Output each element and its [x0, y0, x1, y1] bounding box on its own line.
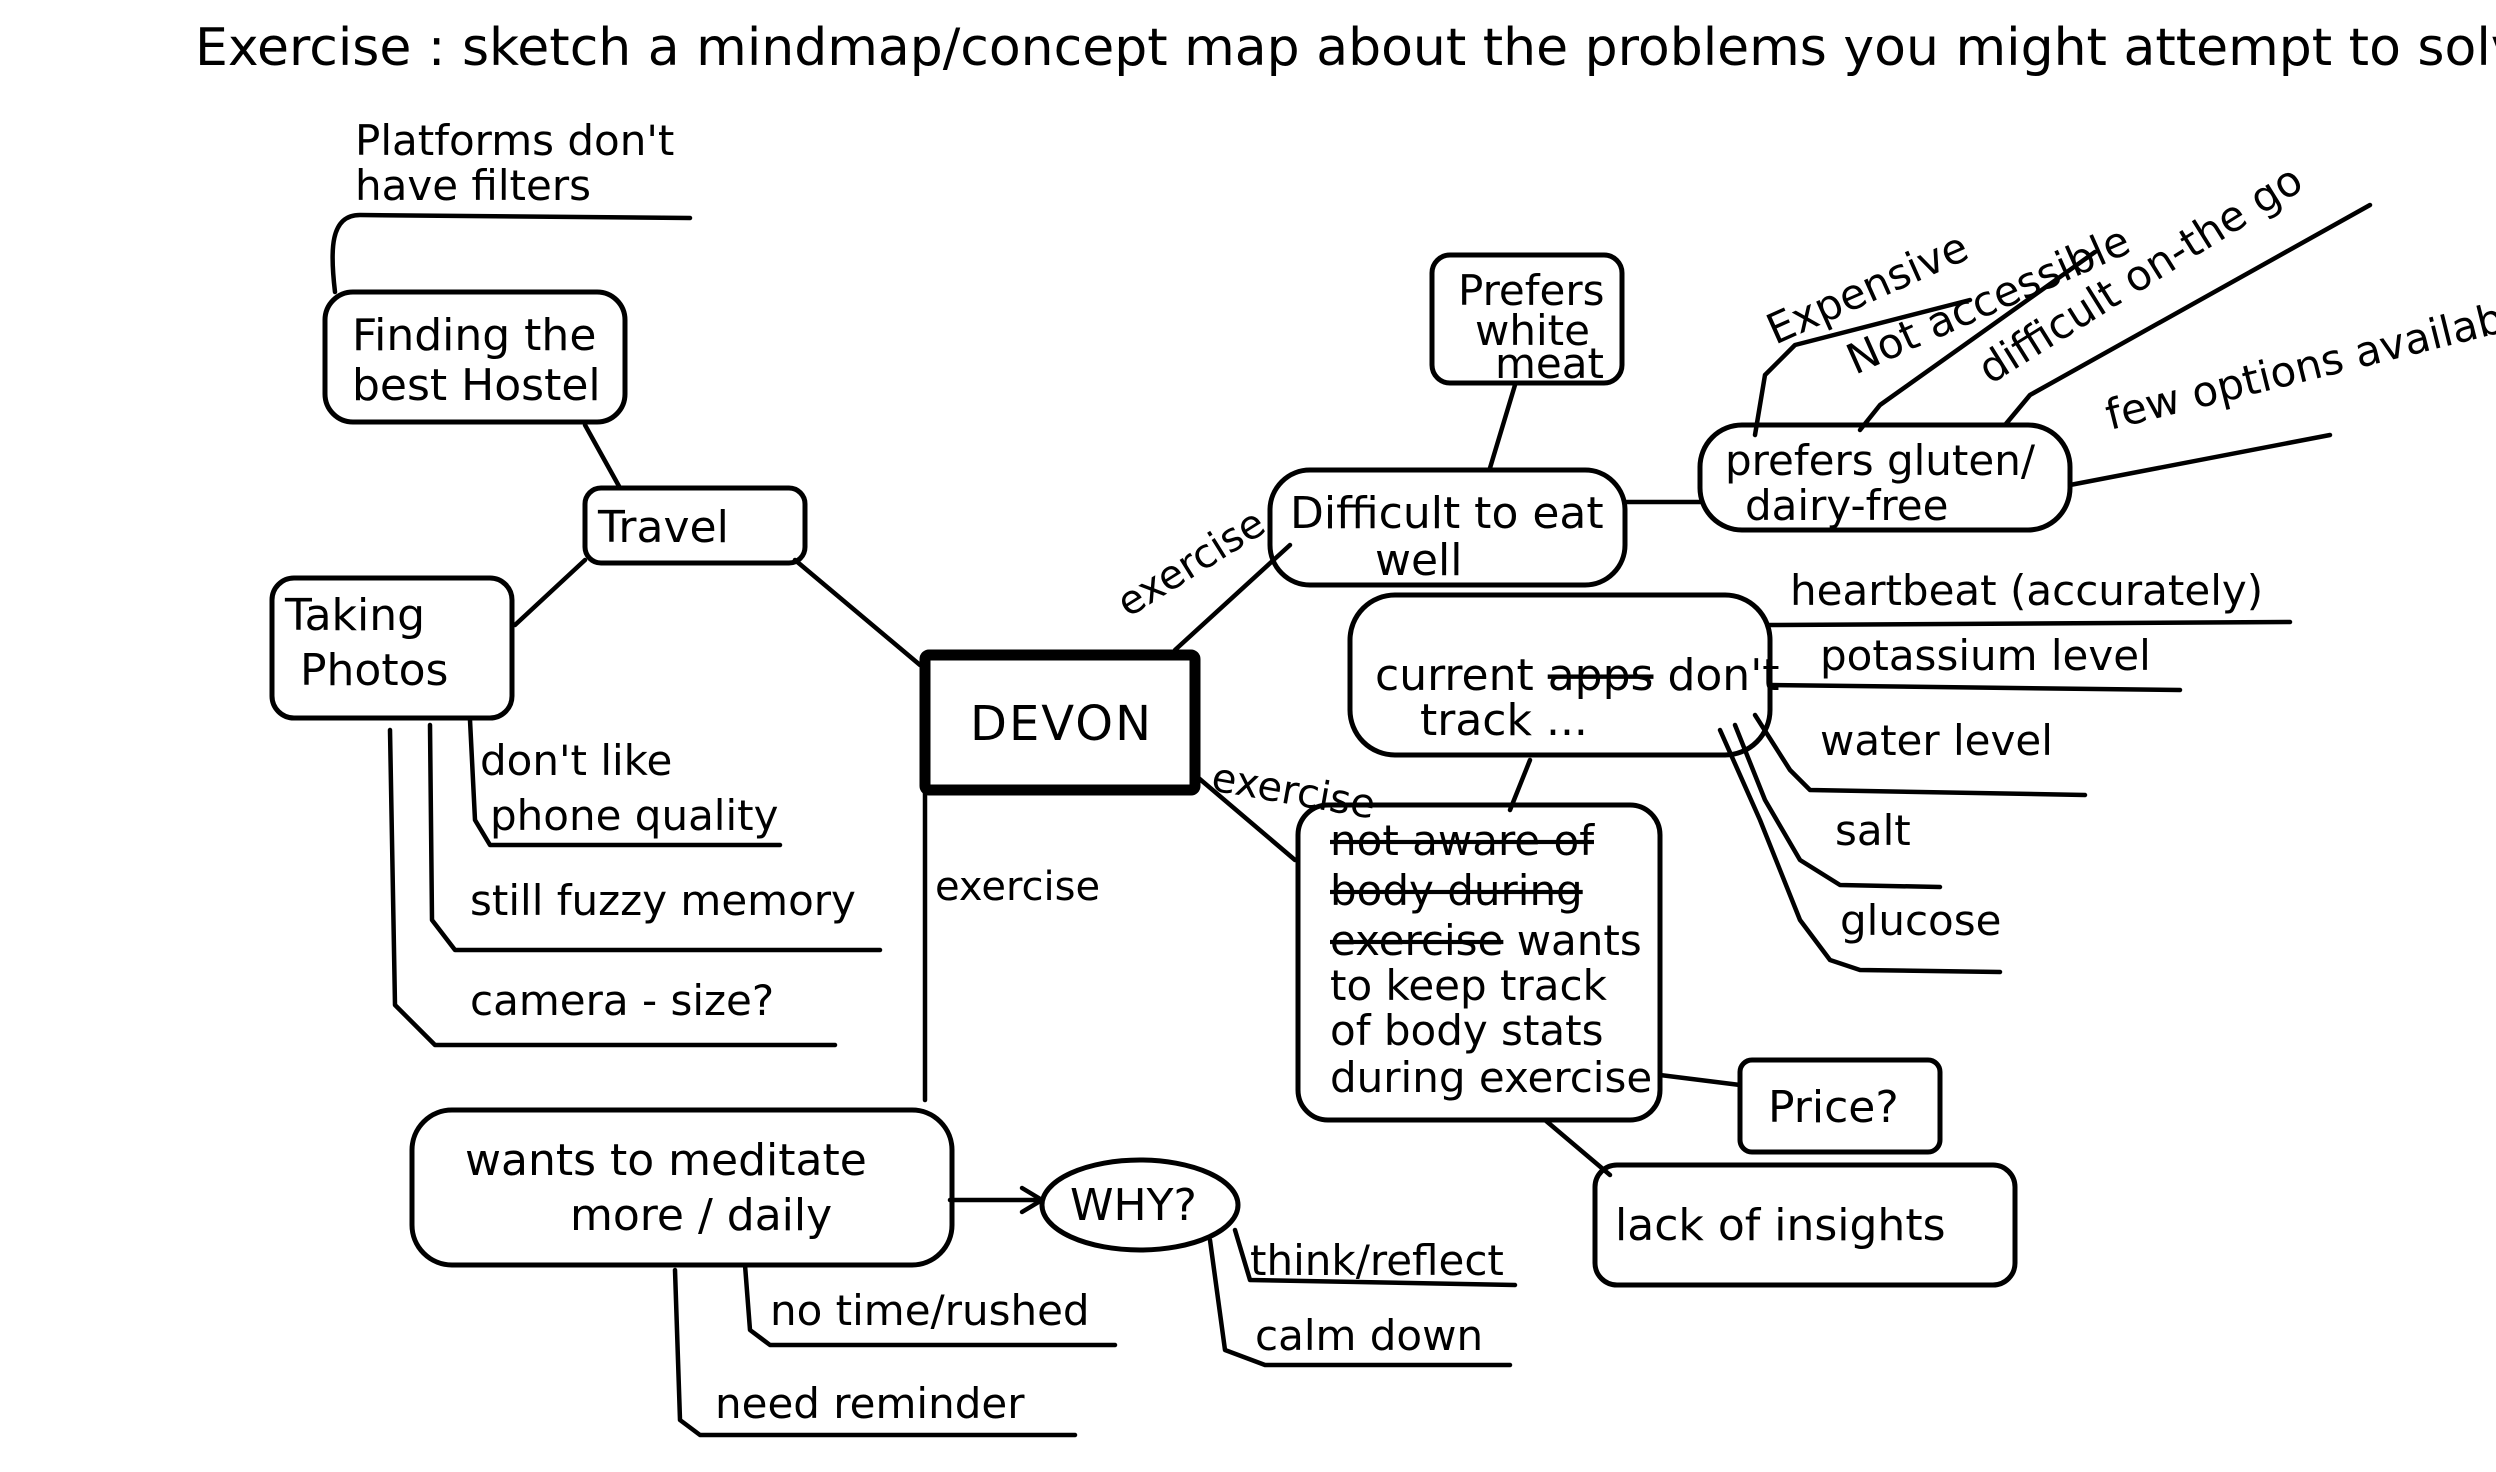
meditate-issue-reminder: need reminder: [715, 1379, 1025, 1428]
track-item-salt: salt: [1835, 806, 1911, 855]
photo-issue-fuzzy: still fuzzy memory: [470, 876, 856, 925]
body-struck-line1: not aware of: [1330, 816, 1595, 865]
meditate-node-line1: wants to meditate: [465, 1135, 867, 1186]
track-node-line2: track ...: [1420, 695, 1588, 746]
eat-node-line1: Difficult to eat: [1290, 488, 1604, 539]
white-meat-line1: Prefers: [1458, 266, 1605, 315]
center-node-label: DEVON: [970, 696, 1153, 752]
node-boxes: [269, 252, 2073, 1288]
body-struck-line3: exercise: [1330, 916, 1503, 965]
filters-leaf-line1: Platforms don't: [355, 116, 674, 165]
body-node-line3: exercise wants: [1330, 916, 1642, 965]
connector-lines: [330, 202, 2373, 1438]
meditate-node-line2: more / daily: [570, 1190, 832, 1241]
track-node-line1-b: don't: [1653, 650, 1779, 701]
eat-node-line2: well: [1375, 535, 1463, 586]
why-item-calm: calm down: [1255, 1311, 1483, 1360]
track-item-water: water level: [1820, 716, 2053, 765]
edge-label-exercise-meditate: exercise: [935, 864, 1100, 910]
filters-leaf-line2: have filters: [355, 161, 591, 210]
body-node-line6: during exercise: [1330, 1053, 1652, 1102]
why-node-label: WHY?: [1070, 1180, 1197, 1231]
price-node-label: Price?: [1768, 1082, 1899, 1133]
hostel-node-line2: best Hostel: [352, 360, 601, 411]
body-node-line3-rest: wants: [1503, 916, 1641, 965]
track-item-potassium: potassium level: [1820, 631, 2151, 680]
gluten-issue-few-options: few options available: [2101, 284, 2496, 439]
track-item-glucose: glucose: [1840, 896, 2001, 945]
page-title: Exercise : sketch a mindmap/concept map …: [195, 18, 2496, 78]
meditate-issue-time: no time/rushed: [770, 1286, 1090, 1335]
gluten-node-line2: dairy-free: [1745, 481, 1948, 530]
why-item-think: think/reflect: [1250, 1236, 1504, 1285]
insights-node-label: lack of insights: [1615, 1200, 1946, 1251]
track-item-heartbeat: heartbeat (accurately): [1790, 566, 2263, 615]
body-node-line4: to keep track: [1330, 961, 1608, 1010]
track-node-line1-a: current: [1375, 650, 1548, 701]
hostel-node-line1: Finding the: [352, 310, 596, 361]
track-node-struck-word: apps: [1548, 650, 1654, 701]
gluten-node-line1: prefers gluten/: [1725, 436, 2036, 485]
white-meat-line3: meat: [1495, 339, 1604, 388]
photo-issue-camera: camera - size?: [470, 976, 774, 1025]
edge-label-exercise-eat: exercise: [1109, 500, 1273, 626]
photos-node-line1: Taking: [284, 590, 425, 641]
track-node-line1: current apps don't: [1375, 650, 1780, 701]
body-struck-line2: body during: [1330, 866, 1583, 915]
white-meat-line2: white: [1475, 306, 1590, 355]
photos-node-line2: Photos: [300, 645, 448, 696]
body-node-line5: of body stats: [1330, 1006, 1604, 1055]
photo-issue-phone-line1: don't like: [480, 736, 672, 785]
photo-issue-phone-line2: phone quality: [490, 791, 778, 840]
travel-node-label: Travel: [597, 502, 729, 553]
